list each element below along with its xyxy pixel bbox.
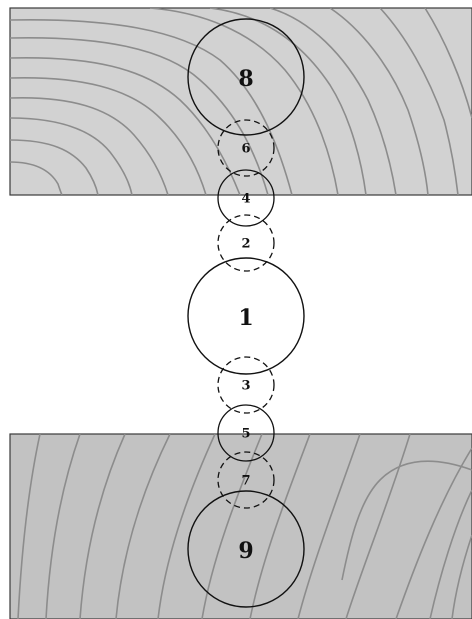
circle-6: 6 — [217, 119, 275, 177]
circle-label-7: 7 — [241, 474, 250, 489]
circle-7: 7 — [217, 451, 275, 509]
circle-label-8: 8 — [238, 66, 253, 92]
top-block — [9, 7, 472, 196]
circle-1: 1 — [187, 257, 305, 375]
circle-label-3: 3 — [241, 379, 250, 394]
circle-3: 3 — [217, 356, 275, 414]
circle-label-4: 4 — [241, 192, 250, 207]
circle-5: 5 — [217, 404, 275, 462]
circle-9: 9 — [187, 490, 305, 608]
bottom-block-grain — [17, 434, 472, 619]
circle-label-5: 5 — [241, 427, 250, 442]
bottom-block — [9, 433, 472, 619]
circle-label-2: 2 — [241, 237, 250, 252]
circle-2: 2 — [217, 214, 275, 272]
top-block-grain — [10, 8, 472, 195]
circle-label-6: 6 — [241, 142, 250, 157]
circle-8: 8 — [187, 18, 305, 136]
top-block-body — [9, 7, 472, 196]
circle-4: 4 — [217, 169, 275, 227]
circle-label-9: 9 — [238, 538, 253, 564]
bottom-block-body — [9, 433, 472, 619]
circle-label-1: 1 — [238, 305, 253, 331]
